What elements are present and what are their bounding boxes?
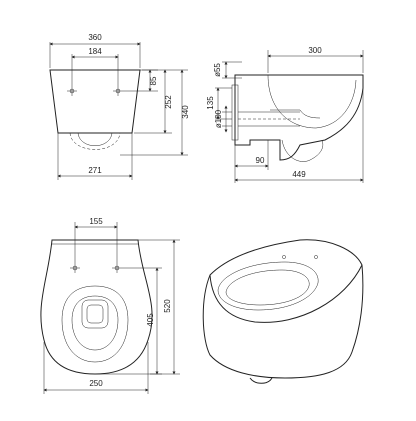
front-top-width-label: 360 — [88, 33, 102, 42]
side-total-depth-label: 449 — [292, 170, 306, 179]
perspective-outlet — [249, 377, 273, 384]
top-view: 155 405 520 250 — [40, 217, 180, 394]
front-view-body — [49, 69, 141, 134]
perspective-body — [202, 239, 364, 379]
perspective-mount-hole-left — [282, 255, 286, 259]
top-view-drain — [81, 299, 109, 329]
perspective-bowl-opening — [217, 261, 319, 311]
top-width-label: 250 — [89, 379, 103, 388]
top-hole-spacing-label: 155 — [89, 217, 103, 226]
top-view-hole-left — [70, 263, 80, 273]
front-body-height-label: 252 — [164, 95, 173, 109]
top-view-bowl-rim — [61, 285, 129, 363]
side-outlet-offset-label: 90 — [256, 156, 265, 165]
top-total-length-label: 520 — [163, 299, 172, 313]
front-view-hole-right — [113, 86, 123, 96]
front-hole-spacing-label: 184 — [88, 47, 102, 56]
front-view-hole-left — [67, 86, 77, 96]
top-view-hole-right — [112, 263, 122, 273]
front-total-height-label: 340 — [181, 105, 190, 119]
side-view-wall-plate — [231, 84, 239, 141]
perspective-view — [202, 239, 364, 384]
front-view-bowl-outline — [69, 132, 121, 150]
side-view-body — [234, 74, 364, 161]
side-view: ø55 300 135 ø100 90 449 — [206, 46, 364, 183]
side-bowl-depth-label: 300 — [308, 46, 322, 55]
side-outlet-height-label: 135 — [206, 96, 215, 110]
front-hole-offset-label: 85 — [149, 76, 158, 85]
top-seat-length-label: 405 — [146, 313, 155, 327]
front-view: 360 184 85 252 340 271 — [49, 33, 190, 180]
side-pipe-diameter-label: ø55 — [213, 63, 222, 77]
perspective-mount-hole-right — [314, 255, 318, 259]
side-outlet-diameter-label: ø100 — [214, 109, 223, 128]
front-bottom-width-label: 271 — [88, 166, 102, 175]
top-view-outline — [40, 239, 153, 375]
